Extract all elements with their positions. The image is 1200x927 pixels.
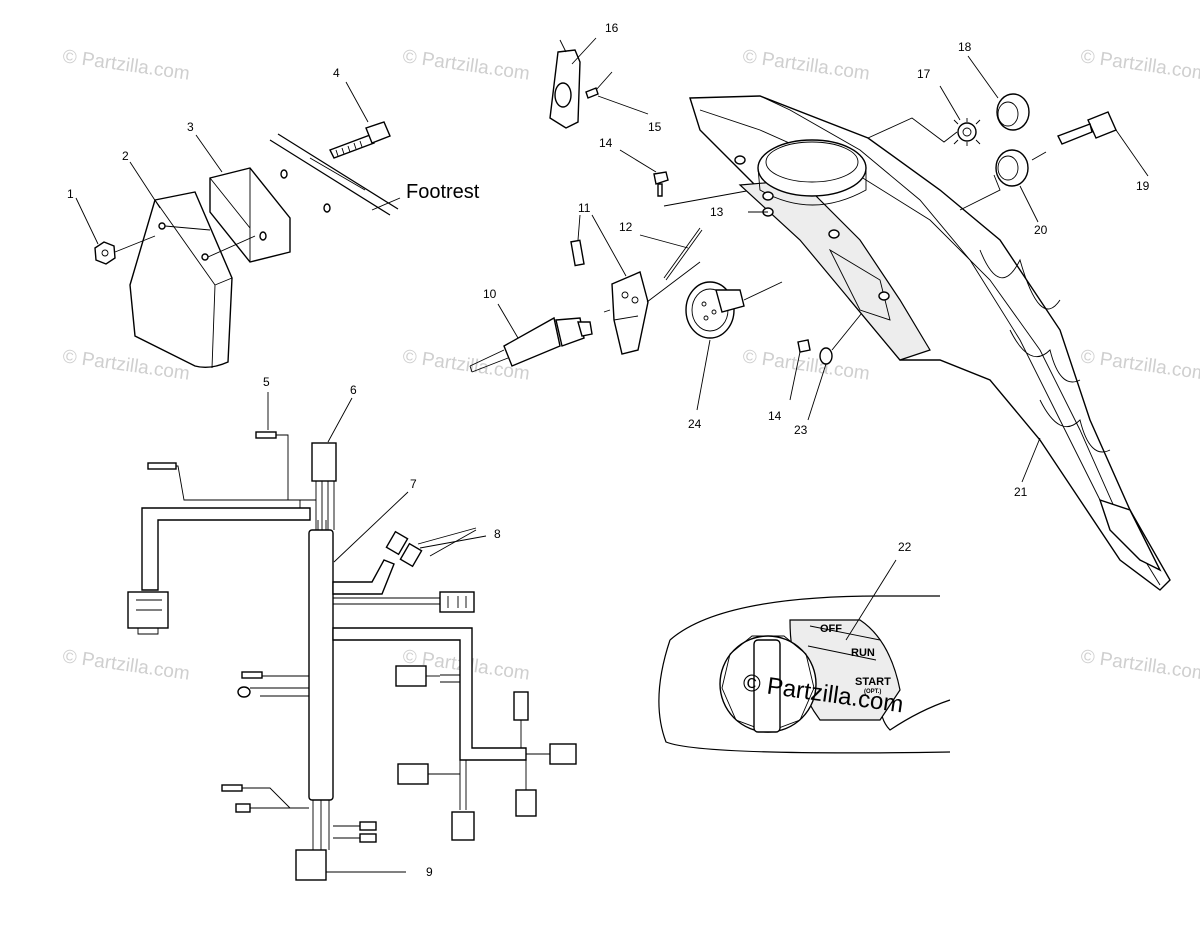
callout-3: 3	[187, 120, 194, 134]
callout-5: 5	[263, 375, 270, 389]
callout-14-lower: 14	[768, 409, 782, 423]
callout-21: 21	[1014, 485, 1028, 499]
part-15-pin	[585, 71, 649, 115]
switch-start-label: START	[855, 676, 891, 688]
callout-23: 23	[794, 423, 808, 437]
terminal-c	[221, 784, 243, 792]
callout-17: 17	[917, 67, 931, 81]
terminal-f	[359, 833, 377, 843]
callout-13: 13	[710, 205, 724, 219]
callout-10: 10	[483, 287, 497, 301]
watermark: © Partzilla.com	[1079, 646, 1200, 685]
part-3-spacer	[209, 167, 331, 263]
connector-d	[549, 743, 577, 765]
connector-g	[397, 763, 429, 785]
connector-b	[395, 665, 427, 687]
watermark: © Partzilla.com	[741, 346, 871, 385]
connector-c	[513, 691, 529, 721]
terminal-e	[359, 821, 377, 831]
part-18-grommet	[967, 55, 1030, 131]
console-group: 17 18 19 20 21	[689, 40, 1171, 591]
callout-20: 20	[1034, 223, 1048, 237]
callout-12: 12	[619, 220, 633, 234]
watermark: © Partzilla.com	[741, 46, 871, 85]
part-19-key	[1057, 111, 1149, 177]
terminal-a	[147, 462, 177, 470]
part-8-branch	[332, 559, 395, 595]
callout-18: 18	[958, 40, 972, 54]
watermark: © Partzilla.com	[1079, 346, 1200, 385]
key-switch-detail: OFF RUN START (OPT.) 22 © Partzilla.com	[658, 540, 951, 754]
part-21-console	[689, 95, 1171, 591]
callout-15: 15	[648, 120, 662, 134]
switch-off-label: OFF	[820, 623, 842, 635]
terminal-b	[241, 671, 263, 679]
callout-22: 22	[898, 540, 912, 554]
right-upper-connector	[439, 591, 475, 613]
watermark: © Partzilla.com	[61, 46, 191, 85]
part-12-wire	[639, 227, 703, 281]
part-9-connector	[295, 849, 327, 881]
callout-4: 4	[333, 66, 340, 80]
callout-9: 9	[426, 865, 433, 879]
switch-run-label: RUN	[851, 647, 875, 659]
part-10-sensor	[469, 303, 593, 373]
wiring-harness-group: 5 6 7 8 9	[127, 375, 577, 881]
part-6-connector	[311, 442, 337, 482]
callout-11: 11	[578, 201, 591, 215]
footrest-label: Footrest	[406, 181, 480, 203]
callout-16: 16	[605, 21, 619, 35]
part-7-harness-trunk	[308, 529, 334, 801]
callout-1: 1	[67, 187, 74, 201]
callout-24: 24	[688, 417, 702, 431]
callout-14: 14	[599, 136, 613, 150]
connector-e	[515, 789, 537, 817]
part-1-nut	[94, 235, 156, 265]
callout-6: 6	[350, 383, 357, 397]
part-4-bolt	[329, 121, 391, 159]
watermark: © Partzilla.com	[61, 646, 191, 685]
switch-parts-group: 10 11 12 13 14 14 15 16 23 24	[469, 21, 875, 437]
switch-start-note: (OPT.)	[864, 689, 881, 695]
part-11-clip	[570, 214, 701, 355]
footrest-bracket-group: 1 2 3 4 Footrest	[67, 66, 480, 369]
left-harness-branch	[141, 507, 311, 591]
terminal-d	[235, 803, 251, 813]
connector-f	[451, 811, 475, 841]
watermark: © Partzilla.com	[401, 46, 531, 85]
footrest-edge	[269, 133, 399, 216]
callout-8: 8	[494, 527, 501, 541]
part-20-grommet	[959, 149, 1047, 223]
ring-terminal	[237, 686, 251, 698]
right-lower-branch	[332, 627, 527, 761]
callout-7: 7	[410, 477, 417, 491]
part-14-screw	[619, 149, 753, 207]
watermark: © Partzilla.com	[1079, 46, 1200, 85]
part-16-bracket	[549, 37, 597, 129]
part-5-connector	[255, 431, 277, 439]
part-24-ignition-switch	[685, 281, 783, 411]
part-17-gear	[867, 85, 981, 146]
callout-19: 19	[1136, 179, 1150, 193]
callout-2: 2	[122, 149, 129, 163]
part-2-bracket	[129, 191, 256, 369]
